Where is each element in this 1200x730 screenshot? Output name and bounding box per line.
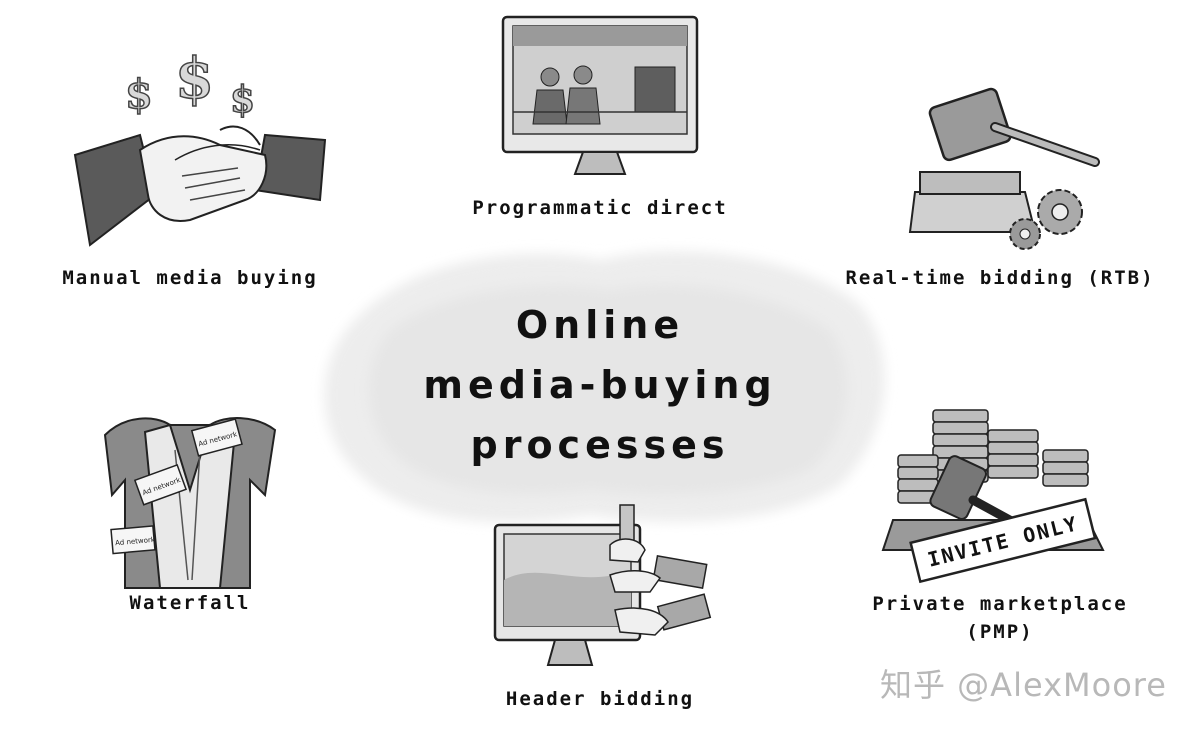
dollar-sign-right: $: [230, 79, 255, 121]
node-label-manual: Manual media buying: [62, 267, 318, 289]
ad-network-tag-3: Ad network: [115, 536, 156, 548]
gear-large: [1037, 189, 1083, 235]
center-title: Online media-buying processes: [400, 295, 800, 475]
coins-gavel-icon: INVITE ONLY: [881, 409, 1105, 584]
handshake-dollars-icon: $ $ $: [73, 50, 327, 247]
node-label-programmatic: Programmatic direct: [472, 197, 728, 219]
gear-small: [1009, 218, 1041, 250]
watermark-text: 知乎 @AlexMoore: [880, 666, 1167, 704]
node-label-header: Header bidding: [505, 688, 695, 710]
node-label-pmp: Private marketplace (PMP): [850, 590, 1150, 646]
monitor-hands-cash-icon: [493, 504, 712, 666]
center-title-line-2: media-buying: [423, 363, 777, 407]
center-brush-blob: [324, 251, 885, 523]
monitor-icon: [501, 15, 699, 175]
center-title-line-3: processes: [470, 423, 730, 467]
dollar-sign-left: $: [125, 71, 153, 118]
node-label-waterfall: Waterfall: [129, 592, 251, 614]
gavel-gears-icon: [908, 87, 1100, 250]
center-title-line-1: Online: [515, 303, 685, 347]
node-label-pmp-line-2: (PMP): [966, 621, 1034, 643]
node-label-pmp-line-1: Private marketplace: [872, 593, 1128, 615]
node-label-rtb: Real-time bidding (RTB): [845, 267, 1155, 289]
dollar-sign-center: $: [175, 50, 214, 112]
coat-ad-network-icon: Ad network Ad network Ad network: [103, 417, 277, 589]
